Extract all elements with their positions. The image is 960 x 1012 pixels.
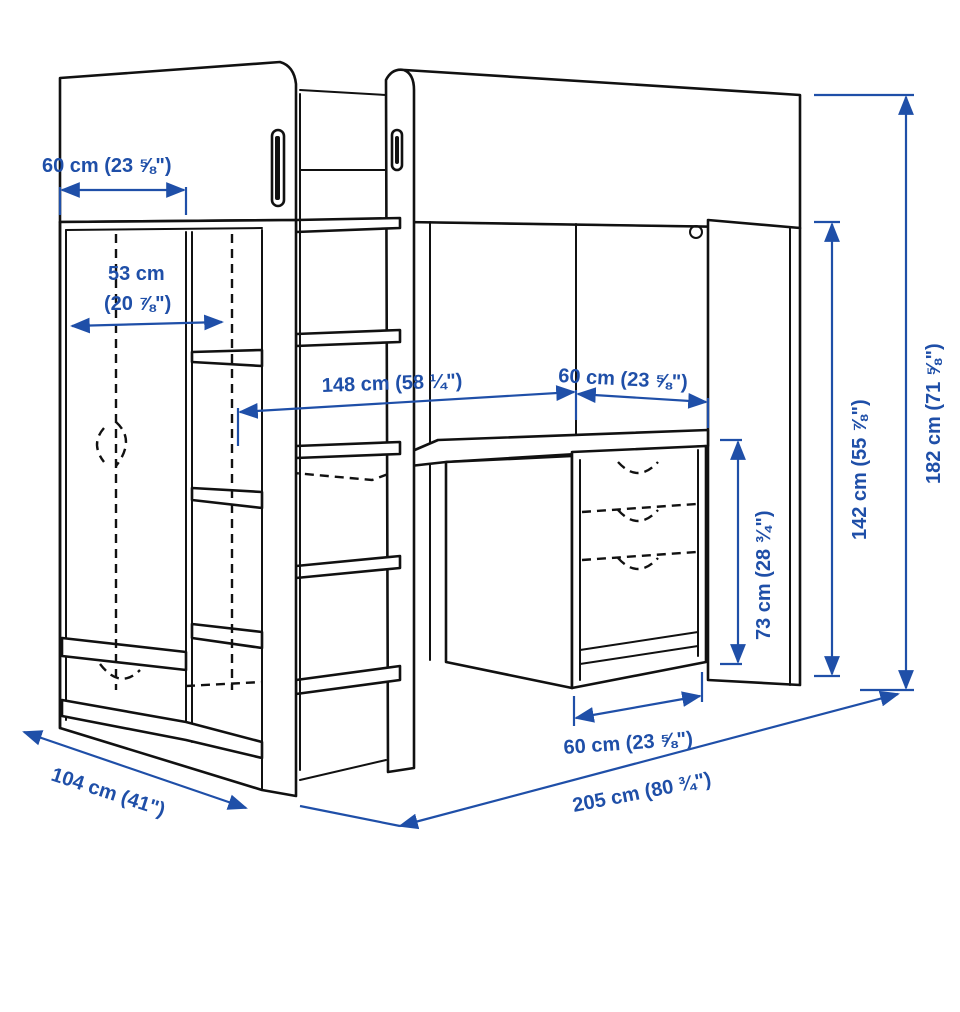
bolt-icon bbox=[689, 225, 703, 239]
drawer-handle-icon bbox=[99, 663, 141, 680]
drawer-handle-icon bbox=[617, 509, 659, 523]
bed-drawing bbox=[58, 60, 802, 798]
dim-wardrobe-top-width: 60 cm (23 ⅝") bbox=[42, 155, 172, 177]
dim-desk-length: 148 cm (58 ¼") bbox=[321, 370, 462, 397]
dimension-annotations: 60 cm (23 ⅝") 53 cm (20 ⅞") 148 cm (58 ¼… bbox=[22, 93, 945, 830]
desk-leg-panel bbox=[444, 454, 574, 690]
desk bbox=[236, 428, 710, 690]
dim-total-height: 182 cm (71 ⅝") bbox=[923, 343, 945, 484]
drawer-handle-icon bbox=[617, 557, 659, 571]
dim-desk-drawer-width: 60 cm (23 ⅝") bbox=[558, 365, 689, 394]
drawer-unit bbox=[570, 444, 708, 690]
dim-wardrobe-inner-width-in: (20 ⅞") bbox=[104, 293, 171, 315]
headboard-panel bbox=[58, 60, 298, 224]
drawer-handle-icon bbox=[617, 461, 659, 475]
ladder-rail-right bbox=[384, 68, 416, 774]
dim-under-bed-clearance: 142 cm (55 ⅞") bbox=[849, 399, 871, 540]
wardrobe-handle-icon bbox=[95, 421, 128, 467]
back-guard-panel bbox=[403, 68, 802, 230]
ladder bbox=[294, 68, 416, 781]
dim-wardrobe-inner-width: 53 cm bbox=[108, 263, 165, 285]
dim-desk-height: 73 cm (28 ¾") bbox=[753, 510, 775, 640]
dim-total-depth: 104 cm (41") bbox=[48, 764, 167, 822]
